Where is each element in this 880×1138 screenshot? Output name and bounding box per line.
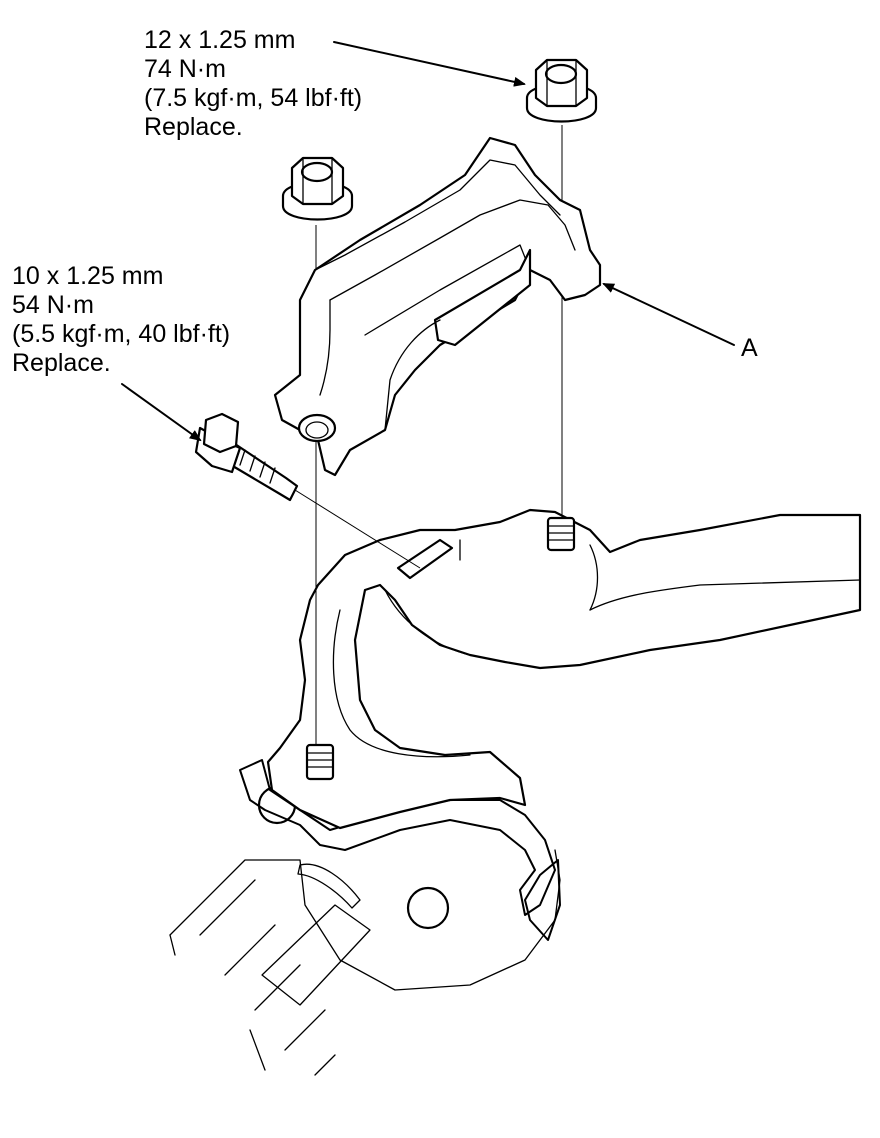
flange-bolt bbox=[194, 412, 299, 502]
mount-arm bbox=[266, 508, 862, 830]
stud-right bbox=[546, 516, 576, 552]
housing-boss-right bbox=[406, 886, 450, 930]
housing-ribs bbox=[169, 879, 336, 1076]
arrow-side-bolt bbox=[121, 383, 202, 442]
mount-arm-far-edge bbox=[589, 579, 861, 611]
top-nut-torque-alt: (7.5 kgf·m, 54 lbf·ft) bbox=[144, 84, 363, 112]
bracket-a-body bbox=[273, 136, 602, 477]
top-nut-note: Replace. bbox=[144, 113, 243, 141]
side-bolt-torque-alt: (5.5 kgf·m, 40 lbf·ft) bbox=[12, 320, 231, 348]
arrow-part-a bbox=[602, 283, 735, 346]
bracket-a-top-ridge bbox=[314, 159, 576, 301]
nut-right-bore bbox=[544, 63, 578, 85]
nut-right-hex-edges bbox=[546, 59, 577, 107]
callout-side-bolt: 10 x 1.25 mm 54 N·m (5.5 kgf·m, 40 lbf·f… bbox=[12, 262, 230, 378]
top-nut-torque-nm: 74 N·m bbox=[144, 55, 226, 83]
side-bolt-torque-nm: 54 N·m bbox=[12, 291, 94, 319]
stud-left bbox=[305, 743, 335, 781]
housing-rib-box bbox=[261, 904, 371, 1006]
bracket-a-window bbox=[433, 248, 532, 347]
flange-nut-right bbox=[525, 58, 598, 123]
housing-outline-lower bbox=[169, 849, 561, 991]
bolt-head bbox=[202, 412, 240, 454]
mount-arm-inner-curve bbox=[332, 539, 599, 758]
arrow-top-nut bbox=[333, 41, 526, 87]
bracket-a bbox=[273, 136, 602, 477]
mount-arm-pad bbox=[396, 538, 454, 580]
bolt-threads bbox=[239, 449, 276, 484]
top-nut-size: 12 x 1.25 mm bbox=[144, 26, 296, 54]
nut-left-hex-edges bbox=[302, 157, 333, 205]
housing-slot bbox=[297, 863, 361, 909]
callout-top-nut: 12 x 1.25 mm 74 N·m (7.5 kgf·m, 54 lbf·f… bbox=[144, 26, 362, 142]
bracket-a-inner-ridge bbox=[319, 244, 531, 396]
side-bolt-size: 10 x 1.25 mm bbox=[12, 262, 164, 290]
nut-left-bore bbox=[300, 161, 334, 183]
stud-right-threads bbox=[547, 525, 575, 541]
stud-right-body bbox=[546, 516, 576, 552]
mount-arm-body bbox=[266, 508, 862, 830]
stud-left-threads bbox=[306, 752, 334, 768]
flange-nut-left bbox=[281, 156, 354, 221]
housing-right-tab bbox=[524, 859, 561, 941]
part-label-a: A bbox=[741, 334, 758, 362]
side-bolt-note: Replace. bbox=[12, 349, 111, 377]
stud-left-body bbox=[305, 743, 335, 781]
bracket-a-bolt-hole bbox=[297, 413, 337, 443]
guide-bolt bbox=[294, 489, 421, 569]
bracket-a-bolt-hole-inner bbox=[305, 421, 329, 439]
bracket-a-side-edge bbox=[384, 319, 441, 431]
